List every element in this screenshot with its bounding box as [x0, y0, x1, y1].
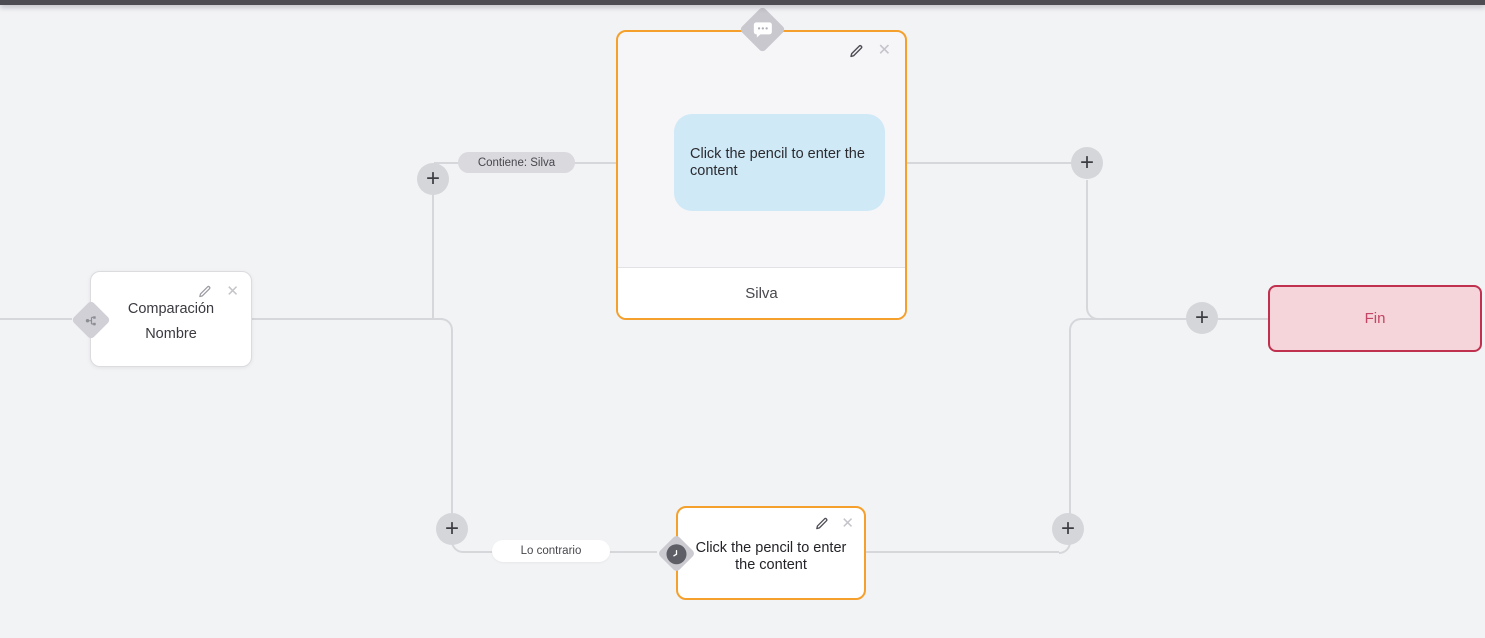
message-content-placeholder: Click the pencil to enter the content [674, 114, 885, 211]
delete-icon[interactable]: ✕ [226, 283, 239, 300]
connector-corner-split-down [441, 318, 453, 332]
connector-delay-out [865, 551, 1059, 553]
condition-title-line2: Nombre [145, 326, 197, 342]
delete-icon[interactable]: ✕ [877, 42, 891, 59]
delay-node[interactable]: ✕ Click the pencil to enter the content [657, 506, 866, 600]
edit-icon[interactable] [814, 516, 829, 531]
end-node-label: Fin [1364, 310, 1386, 327]
add-step-button-after-message[interactable]: + [1071, 147, 1103, 179]
message-footer-label: Silva [618, 267, 905, 318]
add-step-button-after-delay[interactable]: + [1052, 513, 1084, 545]
delay-type-badge [657, 534, 696, 573]
connector-otherwise-h2 [609, 551, 657, 553]
edge-label-otherwise[interactable]: Lo contrario [492, 540, 610, 562]
connector-msg-out [906, 162, 1082, 164]
edit-icon[interactable] [197, 284, 212, 299]
connector-entry [0, 318, 72, 320]
branch-icon [85, 314, 98, 327]
connector-match-vertical [432, 176, 434, 318]
condition-type-badge [71, 300, 111, 340]
add-step-button-match[interactable]: + [417, 163, 449, 195]
clock-icon [666, 543, 687, 564]
connector-otherwise-h1 [462, 551, 493, 553]
add-step-button-before-end[interactable]: + [1186, 302, 1218, 334]
connector-msg-down [1086, 180, 1088, 308]
end-node[interactable]: Fin [1268, 285, 1482, 352]
message-type-badge [739, 6, 786, 53]
add-step-button-otherwise[interactable]: + [436, 513, 468, 545]
connector-cond-out [252, 318, 443, 320]
chat-bubble-icon [753, 21, 773, 38]
connector-delay-up [1069, 329, 1071, 542]
connector-match-h0 [434, 162, 459, 164]
message-node[interactable]: ✕ Click the pencil to enter the content … [616, 6, 907, 320]
delay-content-placeholder: Click the pencil to enter the content [695, 539, 847, 573]
connector-otherwise-vertical [451, 331, 453, 543]
edit-icon[interactable] [848, 43, 864, 59]
top-toolbar-edge [0, 0, 1485, 5]
delete-icon[interactable]: ✕ [841, 515, 854, 532]
connector-match-h1 [574, 162, 616, 164]
connector-corner-merge-top [1069, 318, 1081, 330]
condition-title-line1: Comparación [127, 301, 215, 317]
edge-label-match[interactable]: Contiene: Silva [458, 152, 575, 173]
connector-merge-h [1080, 318, 1268, 320]
condition-node[interactable]: ✕ Comparación Nombre [71, 271, 252, 367]
